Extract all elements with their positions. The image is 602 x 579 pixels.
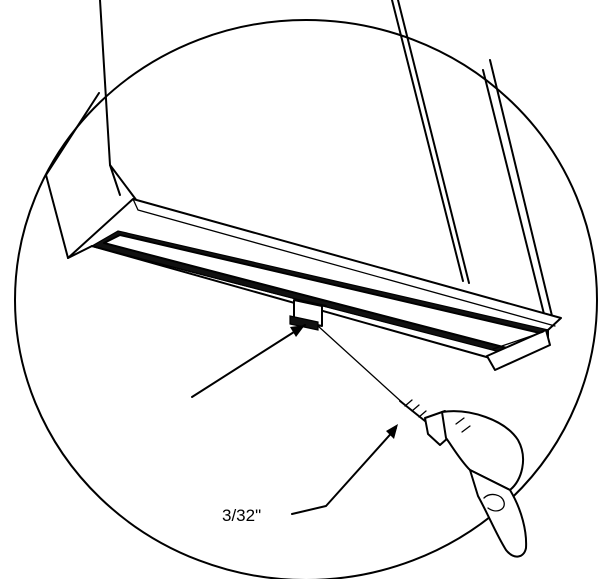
door-slab <box>45 0 554 321</box>
detail-circle <box>14 19 598 579</box>
drill-icon <box>424 410 528 558</box>
center-bracket <box>289 299 327 331</box>
bracket-pointer-arrow <box>191 324 306 398</box>
door-bottom-rail <box>67 198 562 371</box>
drill-bit-size-label: 3/32" <box>222 506 261 525</box>
drill-bit-label-arrow <box>291 424 398 515</box>
drill-guide-line <box>317 325 406 406</box>
